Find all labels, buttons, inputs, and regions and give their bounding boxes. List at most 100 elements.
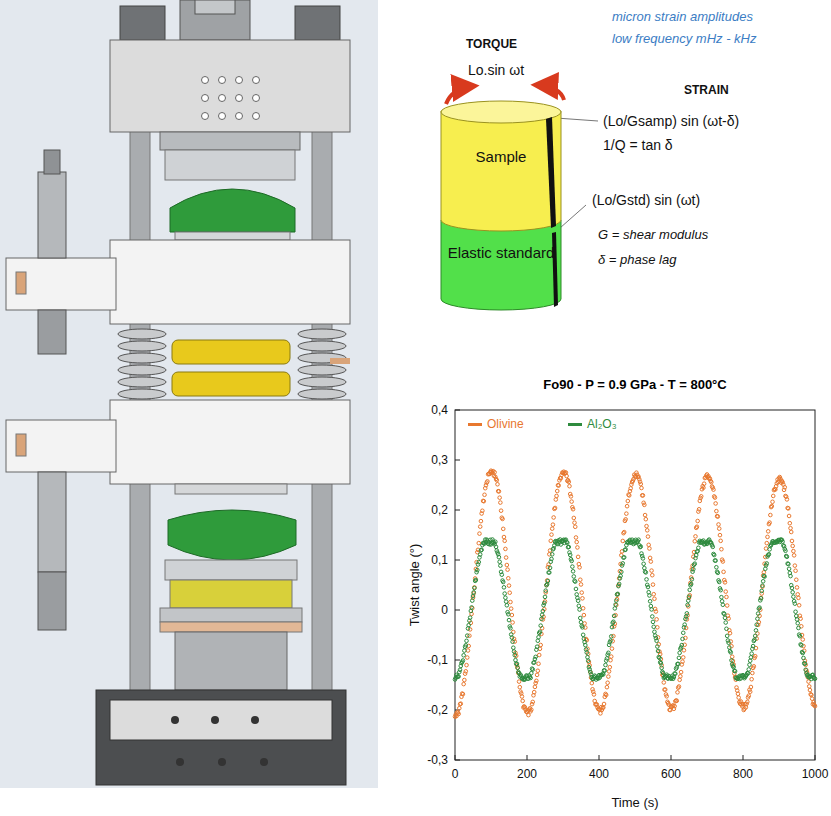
data-point: [789, 526, 793, 530]
data-point: [609, 658, 613, 662]
data-point: [658, 660, 662, 664]
data-point: [755, 623, 759, 627]
data-point: [642, 562, 646, 566]
data-point: [556, 483, 560, 487]
tick-label: 0: [452, 767, 459, 781]
data-point: [458, 668, 462, 672]
data-point: [535, 679, 539, 683]
data-point: [681, 656, 685, 660]
data-point: [604, 693, 608, 697]
data-point: [602, 706, 606, 710]
data-point: [721, 560, 725, 564]
legend-swatch: [468, 423, 482, 426]
data-point: [810, 697, 814, 701]
data-point: [507, 618, 511, 622]
data-point: [530, 708, 534, 712]
data-point: [711, 545, 715, 549]
data-point: [722, 612, 726, 616]
data-point: [499, 509, 503, 513]
data-point: [794, 578, 798, 582]
data-point: [531, 700, 535, 704]
data-point: [546, 579, 550, 583]
data-point: [462, 653, 466, 657]
data-point: [512, 650, 516, 654]
data-point: [733, 669, 737, 673]
tick-mark: [815, 755, 816, 760]
data-point: [564, 471, 568, 475]
data-point: [584, 643, 588, 647]
data-point: [713, 496, 717, 500]
data-point: [481, 509, 485, 513]
data-point: [498, 560, 502, 564]
data-point: [535, 645, 539, 649]
data-point: [647, 543, 651, 547]
data-point: [573, 580, 577, 584]
data-point: [663, 688, 667, 692]
data-point: [602, 702, 606, 706]
data-point: [787, 562, 791, 566]
data-point: [465, 663, 469, 667]
formula-label: (Lo/Gsamp) sin (ωt-δ): [603, 113, 739, 129]
data-point: [690, 577, 694, 581]
data-point: [459, 702, 463, 706]
data-point: [645, 524, 649, 528]
data-point: [771, 500, 775, 504]
data-point: [693, 562, 697, 566]
data-point: [715, 565, 719, 569]
data-point: [674, 672, 678, 676]
data-point: [766, 530, 770, 534]
data-series: [453, 469, 817, 719]
data-point: [765, 562, 769, 566]
data-point: [550, 533, 554, 537]
standard-cylinder: Elastic standard: [440, 220, 562, 312]
data-point: [577, 604, 581, 608]
data-point: [710, 480, 714, 484]
data-point: [555, 489, 559, 493]
data-point: [653, 597, 657, 601]
data-point: [663, 688, 667, 692]
data-point: [760, 589, 764, 593]
data-point: [723, 581, 727, 585]
data-point: [724, 621, 728, 625]
data-point: [576, 546, 580, 550]
data-point: [551, 548, 555, 552]
data-point: [652, 592, 656, 596]
data-point: [787, 507, 791, 511]
data-point: [715, 514, 719, 518]
tick-mark: [743, 755, 744, 760]
data-point: [746, 672, 750, 676]
data-point: [680, 643, 684, 647]
data-point: [649, 560, 653, 564]
data-point: [646, 585, 650, 589]
data-point: [784, 554, 788, 558]
data-point: [652, 625, 656, 629]
data-point: [568, 484, 572, 488]
tick-mark: [455, 510, 460, 511]
data-point: [678, 651, 682, 655]
formula-label: STRAIN: [684, 83, 729, 97]
data-point: [478, 553, 482, 557]
data-point: [794, 614, 798, 618]
data-point: [510, 636, 514, 640]
data-point: [810, 693, 814, 697]
data-point: [748, 663, 752, 667]
tick-label: -0,1: [427, 653, 448, 667]
data-point: [673, 672, 677, 676]
data-point: [720, 595, 724, 599]
data-point: [514, 658, 518, 662]
data-point: [461, 659, 465, 663]
tick-mark: [455, 760, 460, 761]
data-point: [624, 548, 628, 552]
cylinder-top: [441, 101, 561, 123]
data-point: [533, 685, 537, 689]
data-point: [702, 486, 706, 490]
data-point: [550, 557, 554, 561]
data-point: [458, 702, 462, 706]
data-point: [553, 507, 557, 511]
data-point: [799, 643, 803, 647]
data-point: [785, 555, 789, 559]
data-point: [656, 626, 660, 630]
data-point: [505, 603, 509, 607]
data-point: [643, 503, 647, 507]
data-point: [756, 612, 760, 616]
